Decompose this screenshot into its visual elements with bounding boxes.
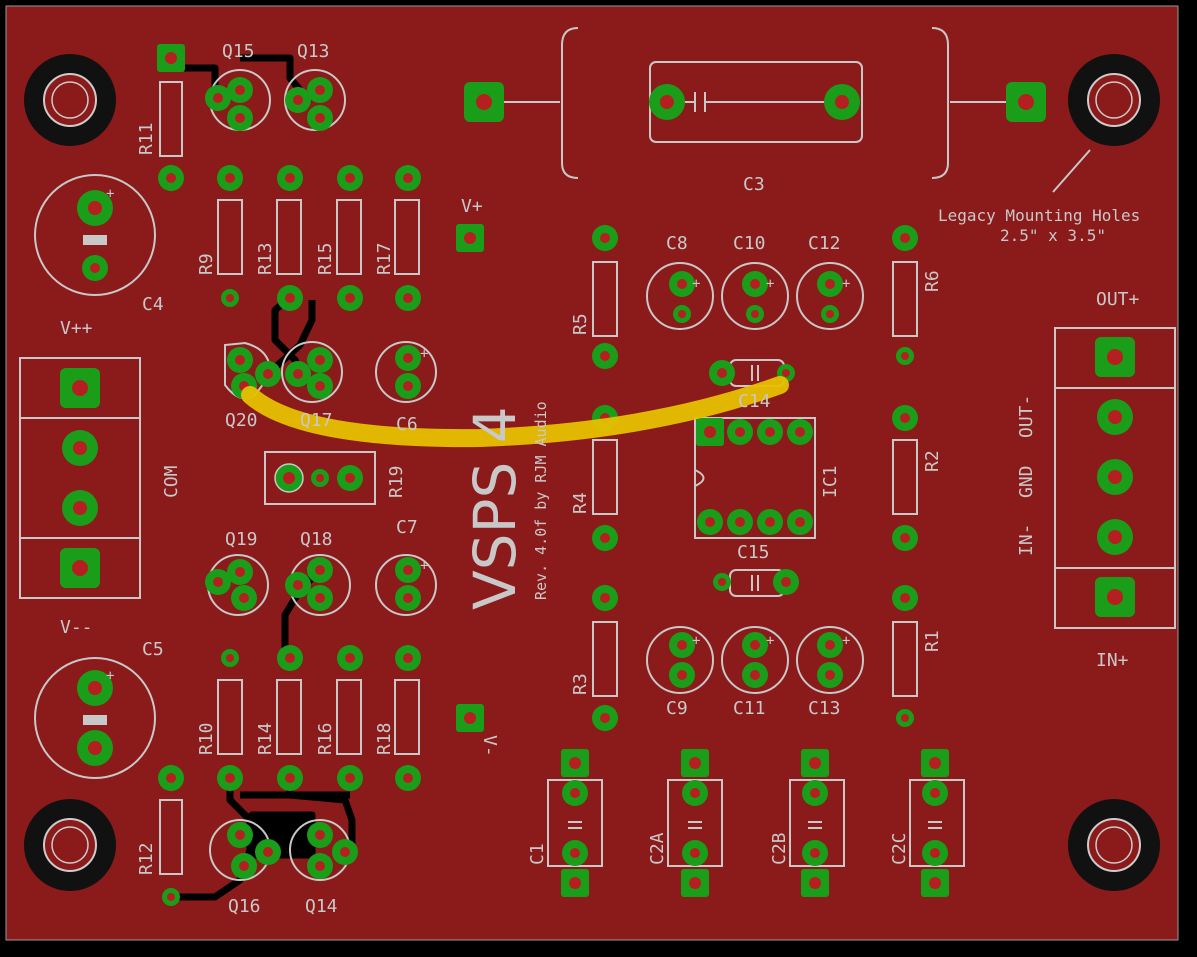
label-q13: Q13 (297, 41, 330, 62)
label-c2b: C2B (769, 832, 790, 865)
svg-text:+: + (420, 558, 428, 574)
label-c2c: C2C (889, 832, 910, 865)
label-in-plus: IN+ (1096, 650, 1129, 671)
label-in-minus: IN- (1016, 523, 1037, 556)
label-c5: C5 (142, 639, 164, 660)
label-vmm: V-- (60, 617, 93, 638)
svg-text:+: + (692, 276, 700, 292)
svg-text:+: + (692, 633, 700, 649)
label-r19: R19 (386, 465, 407, 498)
label-c11: C11 (733, 698, 766, 719)
mounting-note-line2: 2.5" x 3.5" (1000, 226, 1106, 245)
label-gnd: GND (1016, 465, 1037, 498)
label-vplus: V+ (461, 196, 483, 217)
mounting-hole-top-right (1068, 54, 1160, 146)
label-r11: R11 (136, 122, 157, 155)
label-c15: C15 (737, 542, 770, 563)
label-q17: Q17 (300, 410, 333, 431)
label-c4: C4 (142, 294, 164, 315)
label-ic1: IC1 (820, 465, 841, 498)
label-com: COM (161, 465, 182, 498)
label-c3: C3 (743, 174, 765, 195)
label-r1: R1 (922, 630, 943, 652)
label-r17: R17 (374, 242, 395, 275)
mounting-hole-bottom-left (24, 799, 116, 891)
svg-text:+: + (766, 633, 774, 649)
label-q14: Q14 (305, 896, 338, 917)
svg-text:+: + (766, 276, 774, 292)
mounting-hole-top-left (24, 54, 116, 146)
label-c9: C9 (666, 698, 688, 719)
label-r18: R18 (374, 722, 395, 755)
label-q19: Q19 (225, 529, 258, 550)
svg-text:+: + (106, 668, 114, 684)
label-r14: R14 (255, 722, 276, 755)
polarity-marks: + + + + + + + + + + (106, 186, 850, 684)
label-c10: C10 (733, 233, 766, 254)
label-c2a: C2A (647, 832, 668, 865)
label-c13: C13 (808, 698, 841, 719)
label-q15: Q15 (222, 41, 255, 62)
label-r12: R12 (136, 842, 157, 875)
pads (60, 44, 1135, 906)
label-out-minus: OUT- (1016, 395, 1037, 438)
label-out-plus: OUT+ (1096, 289, 1140, 310)
label-r3: R3 (570, 673, 591, 695)
mounting-note-line1: Legacy Mounting Holes (938, 206, 1140, 225)
label-c12: C12 (808, 233, 841, 254)
label-c1: C1 (527, 843, 548, 865)
svg-text:+: + (842, 633, 850, 649)
label-r5: R5 (570, 313, 591, 335)
label-r4: R4 (570, 492, 591, 514)
label-r13: R13 (255, 242, 276, 275)
label-r9: R9 (196, 253, 217, 275)
cap-symbols (83, 235, 942, 829)
svg-text:+: + (106, 186, 114, 202)
label-q20: Q20 (225, 410, 258, 431)
board-revision: Rev. 4.0f by RJM Audio (532, 401, 550, 600)
label-c8: C8 (666, 233, 688, 254)
label-q16: Q16 (228, 896, 261, 917)
label-r6: R6 (922, 270, 943, 292)
label-r15: R15 (315, 242, 336, 275)
label-vpp: V++ (60, 318, 93, 339)
label-c6: C6 (396, 414, 418, 435)
svg-text:+: + (420, 346, 428, 362)
label-vminus: V- (479, 735, 500, 757)
label-r10: R10 (196, 722, 217, 755)
label-c14: C14 (738, 391, 771, 412)
label-q18: Q18 (300, 529, 333, 550)
label-r2: R2 (922, 450, 943, 472)
mounting-hole-bottom-right (1068, 799, 1160, 891)
board-title: VSPS 4 (461, 406, 529, 610)
label-r16: R16 (315, 722, 336, 755)
highlight-stroke (241, 376, 789, 448)
svg-text:+: + (842, 276, 850, 292)
label-c7: C7 (396, 517, 418, 538)
